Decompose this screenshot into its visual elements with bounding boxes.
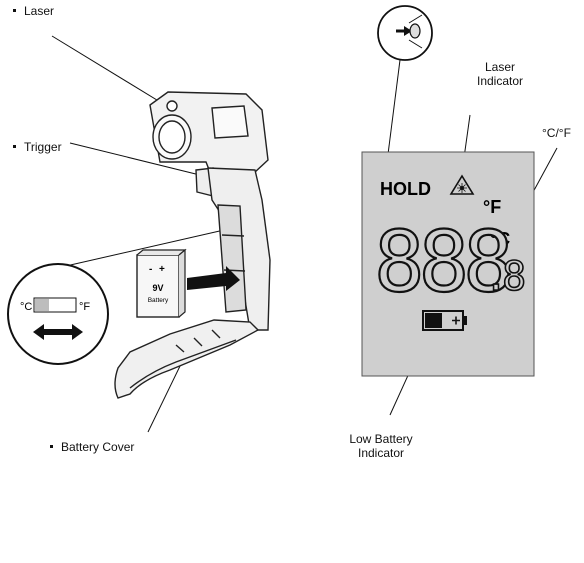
double-arrow-icon — [33, 324, 83, 340]
laser-warning-icon — [449, 174, 475, 195]
battery-voltage: 9V — [152, 283, 163, 293]
arrow-head-icon — [404, 26, 412, 36]
battery-cover-leader — [147, 363, 182, 433]
lcd-panel: HOLD °F °C 888 .8 — [361, 151, 535, 377]
battery-plus: + — [159, 264, 165, 275]
label-laser-indicator-line1: Laser — [484, 60, 516, 74]
label-unit: °C/°F — [542, 126, 571, 140]
arrow-icon — [187, 266, 240, 291]
battery-minus: - — [149, 264, 152, 275]
battery-cover — [114, 319, 260, 399]
unit-fahrenheit: °F — [483, 197, 501, 217]
label-laser-indicator: Laser Indicator — [460, 60, 540, 88]
label-battery-cover: Battery Cover — [50, 440, 134, 454]
battery-side — [178, 248, 186, 318]
battery-icon — [422, 310, 467, 331]
laser-leader — [51, 35, 171, 109]
lcd-background — [361, 151, 535, 377]
switch-knob — [35, 299, 49, 311]
battery-body — [136, 254, 180, 318]
laser-aperture — [166, 100, 178, 112]
battery-top — [136, 249, 187, 256]
inset-leader-top — [65, 229, 225, 267]
trigger-leader — [69, 142, 213, 179]
inset-circle — [7, 263, 109, 365]
label-low-battery-line2: Indicator — [357, 446, 405, 460]
compartment-rib — [221, 234, 245, 237]
switch-label-f: °F — [79, 301, 90, 313]
bullet-icon — [13, 145, 16, 149]
switch-detail-inset — [377, 5, 433, 61]
switch-label-c: °C — [20, 301, 32, 313]
bullet-icon — [13, 9, 16, 13]
label-laser-text: Laser — [24, 4, 55, 18]
sensor-window — [211, 105, 249, 139]
main-digits: 888 — [374, 213, 509, 311]
label-trigger: Trigger — [13, 140, 62, 154]
switch-detail-edges — [408, 14, 423, 49]
bullet-icon — [50, 445, 53, 449]
leader-lines — [51, 35, 558, 433]
battery-name: Battery — [148, 297, 169, 304]
label-low-battery: Low Battery Indicator — [336, 432, 426, 460]
hold-indicator: HOLD — [380, 179, 431, 199]
unit-switch-inset: °C °F — [7, 263, 109, 365]
switch-detail-knob — [409, 23, 421, 39]
battery-cover-grip — [175, 329, 221, 353]
thermometer-illustration — [114, 91, 271, 399]
lens-inner — [158, 120, 186, 154]
battery-cover-ridge — [129, 339, 237, 389]
label-laser-indicator-line2: Indicator — [476, 74, 524, 88]
label-battery-cover-text: Battery Cover — [61, 440, 135, 454]
battery-9v: - + 9V Battery — [136, 248, 187, 318]
unit-celsius: °C — [490, 229, 510, 249]
label-trigger-text: Trigger — [24, 140, 62, 154]
label-laser: Laser — [13, 4, 54, 18]
label-low-battery-line1: Low Battery — [349, 432, 413, 446]
decimal-digit: .8 — [484, 254, 524, 300]
